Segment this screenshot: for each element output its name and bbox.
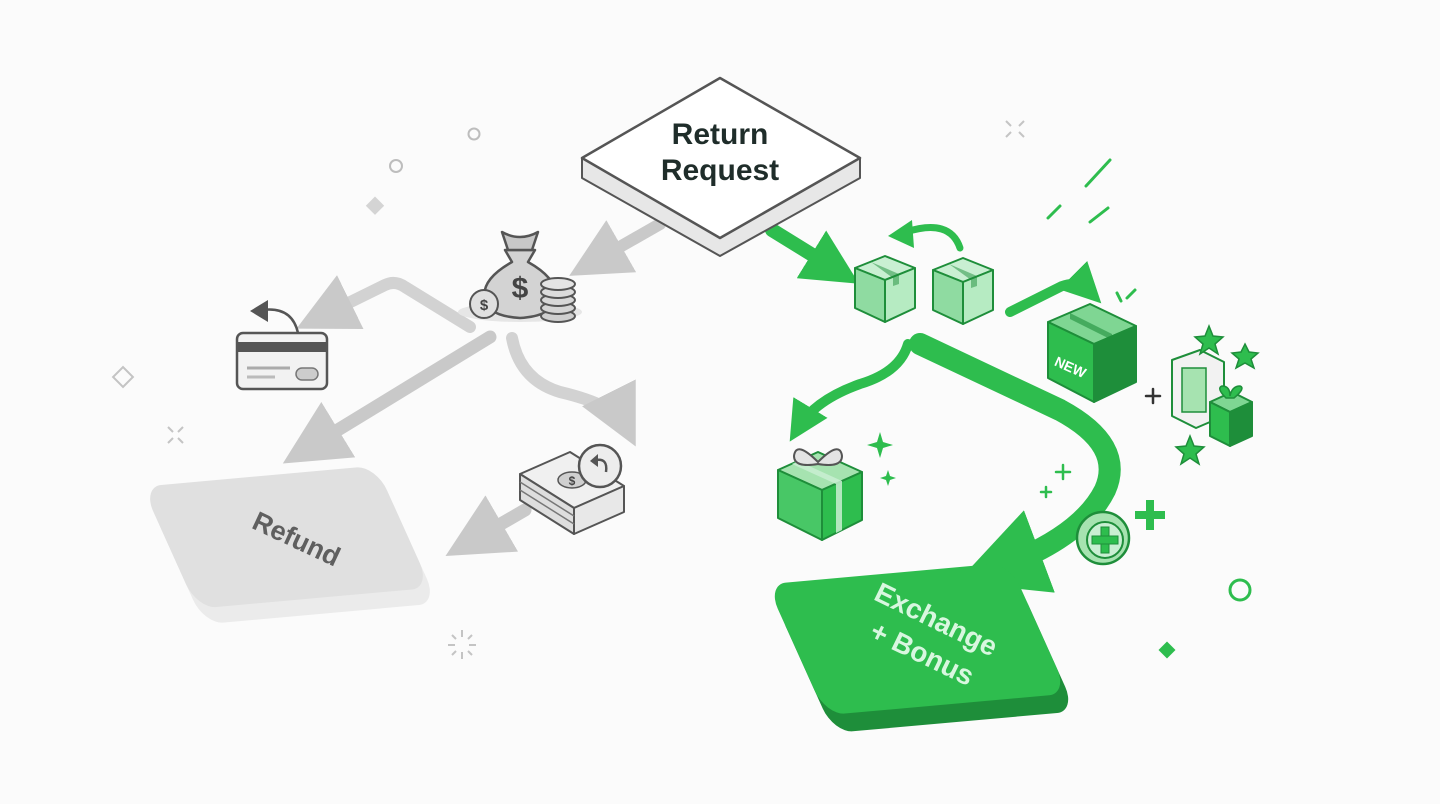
svg-text:$: $	[569, 474, 576, 488]
svg-text:$: $	[480, 297, 489, 314]
new-box-icon: NEW	[1047, 303, 1137, 403]
cash-return-icon: $	[519, 443, 625, 535]
money-bag-icon: $ $	[458, 230, 582, 323]
svg-text:$: $	[512, 272, 529, 305]
coin-stack-icon: $	[469, 277, 576, 323]
return-request-label-line1: Return	[672, 118, 769, 151]
refund-paths	[282, 218, 666, 557]
gift-box-icon	[777, 432, 896, 541]
credit-card-return-icon	[235, 300, 329, 391]
plus-circle-icon	[1039, 463, 1165, 566]
sparkle-icon	[867, 432, 893, 458]
exchange-bonus-node[interactable]: Exchange + Bonus	[767, 563, 1076, 733]
exchange-paths	[765, 223, 1121, 593]
return-request-node[interactable]: Return Request	[580, 76, 862, 257]
box-swap-icon	[854, 220, 994, 325]
decorations	[111, 120, 1252, 659]
refund-node[interactable]: Refund	[142, 466, 438, 625]
bonus-gifts-icon	[1144, 323, 1260, 466]
return-request-label-line2: Request	[661, 154, 779, 187]
